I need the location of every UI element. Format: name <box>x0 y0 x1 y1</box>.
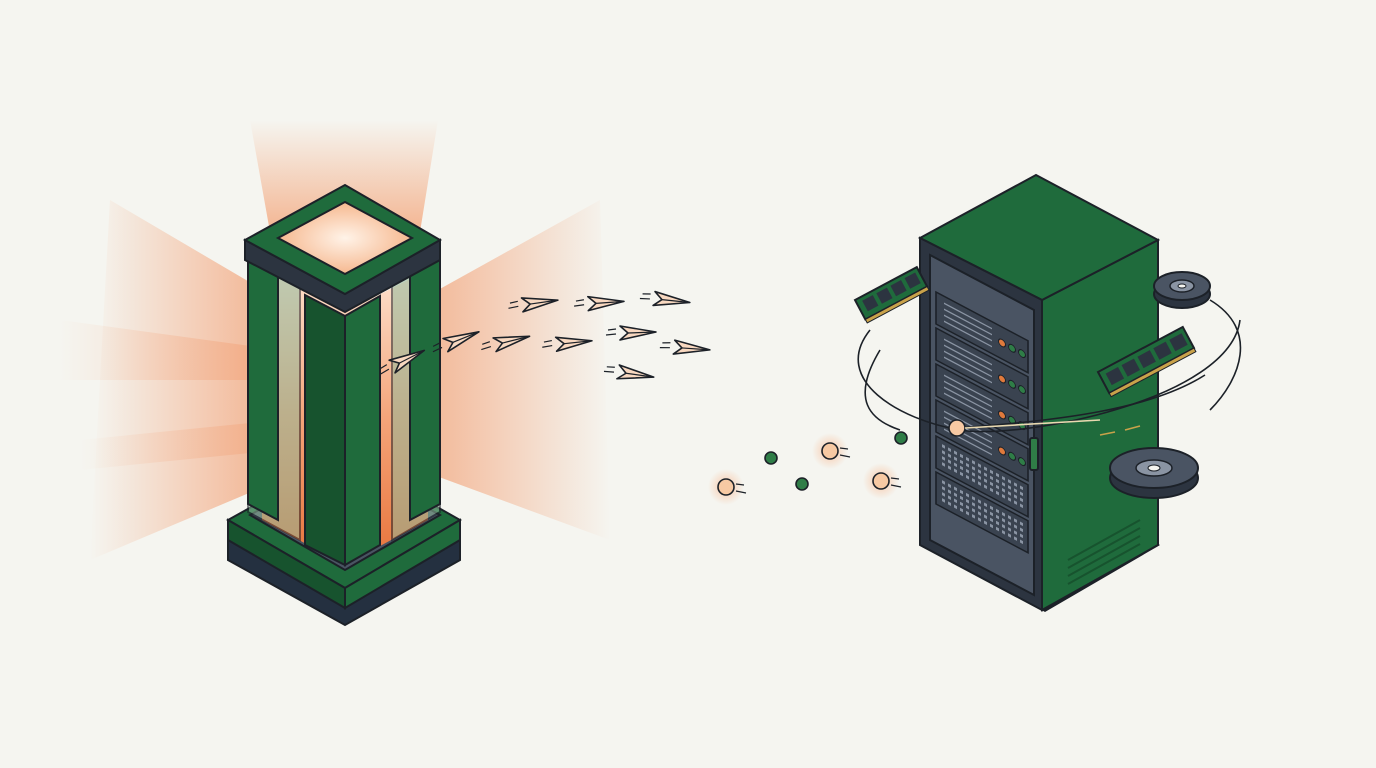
paper-airplane-icon <box>639 290 691 307</box>
data-dot-orange <box>708 469 747 505</box>
paper-airplane-icon <box>481 335 531 353</box>
paper-airplane-icon <box>659 339 711 355</box>
paper-airplane-icon <box>574 295 625 312</box>
paper-airplane-icon <box>605 325 657 341</box>
paper-airplane-icon <box>379 349 426 375</box>
top-light <box>275 200 415 276</box>
orbit-ring-upper <box>857 319 1241 433</box>
rack-side-vents <box>1067 519 1141 585</box>
tower-pillars <box>247 248 441 567</box>
orbit <box>857 299 1242 437</box>
ram-module-right <box>1096 325 1197 398</box>
rack-unit-vent <box>935 434 1029 518</box>
paper-airplanes <box>379 290 711 380</box>
rack-unit-vent <box>935 470 1029 554</box>
disc-upper <box>1153 271 1211 309</box>
rack-handle[interactable] <box>1029 437 1039 471</box>
data-dot-green <box>764 451 778 465</box>
data-dots <box>708 431 908 505</box>
paper-airplane-icon <box>542 336 593 353</box>
rack-side <box>1041 238 1159 612</box>
ram-module-left <box>853 265 930 324</box>
left-beam-ray-2 <box>80 420 280 470</box>
paper-airplane-icon <box>603 364 655 380</box>
data-dot-orange <box>863 463 902 499</box>
server-rack <box>917 173 1161 612</box>
paper-airplane-icon <box>508 297 559 313</box>
data-dot-green <box>894 431 908 445</box>
data-dot-green <box>795 477 809 491</box>
top-beam <box>250 120 438 232</box>
right-beam <box>420 200 610 540</box>
light-beams <box>60 120 610 560</box>
left-beam-ray <box>60 320 280 380</box>
orbit-dot <box>948 419 966 437</box>
rack-unit-drive <box>935 326 1029 410</box>
disc-lower <box>1109 447 1199 499</box>
glowing-tower <box>60 120 610 627</box>
data-dot-orange <box>812 433 851 469</box>
orbit-spark <box>1099 431 1116 436</box>
rack-unit-drive <box>935 290 1029 374</box>
tower-top <box>242 183 443 314</box>
paper-airplane-icon <box>432 331 480 353</box>
